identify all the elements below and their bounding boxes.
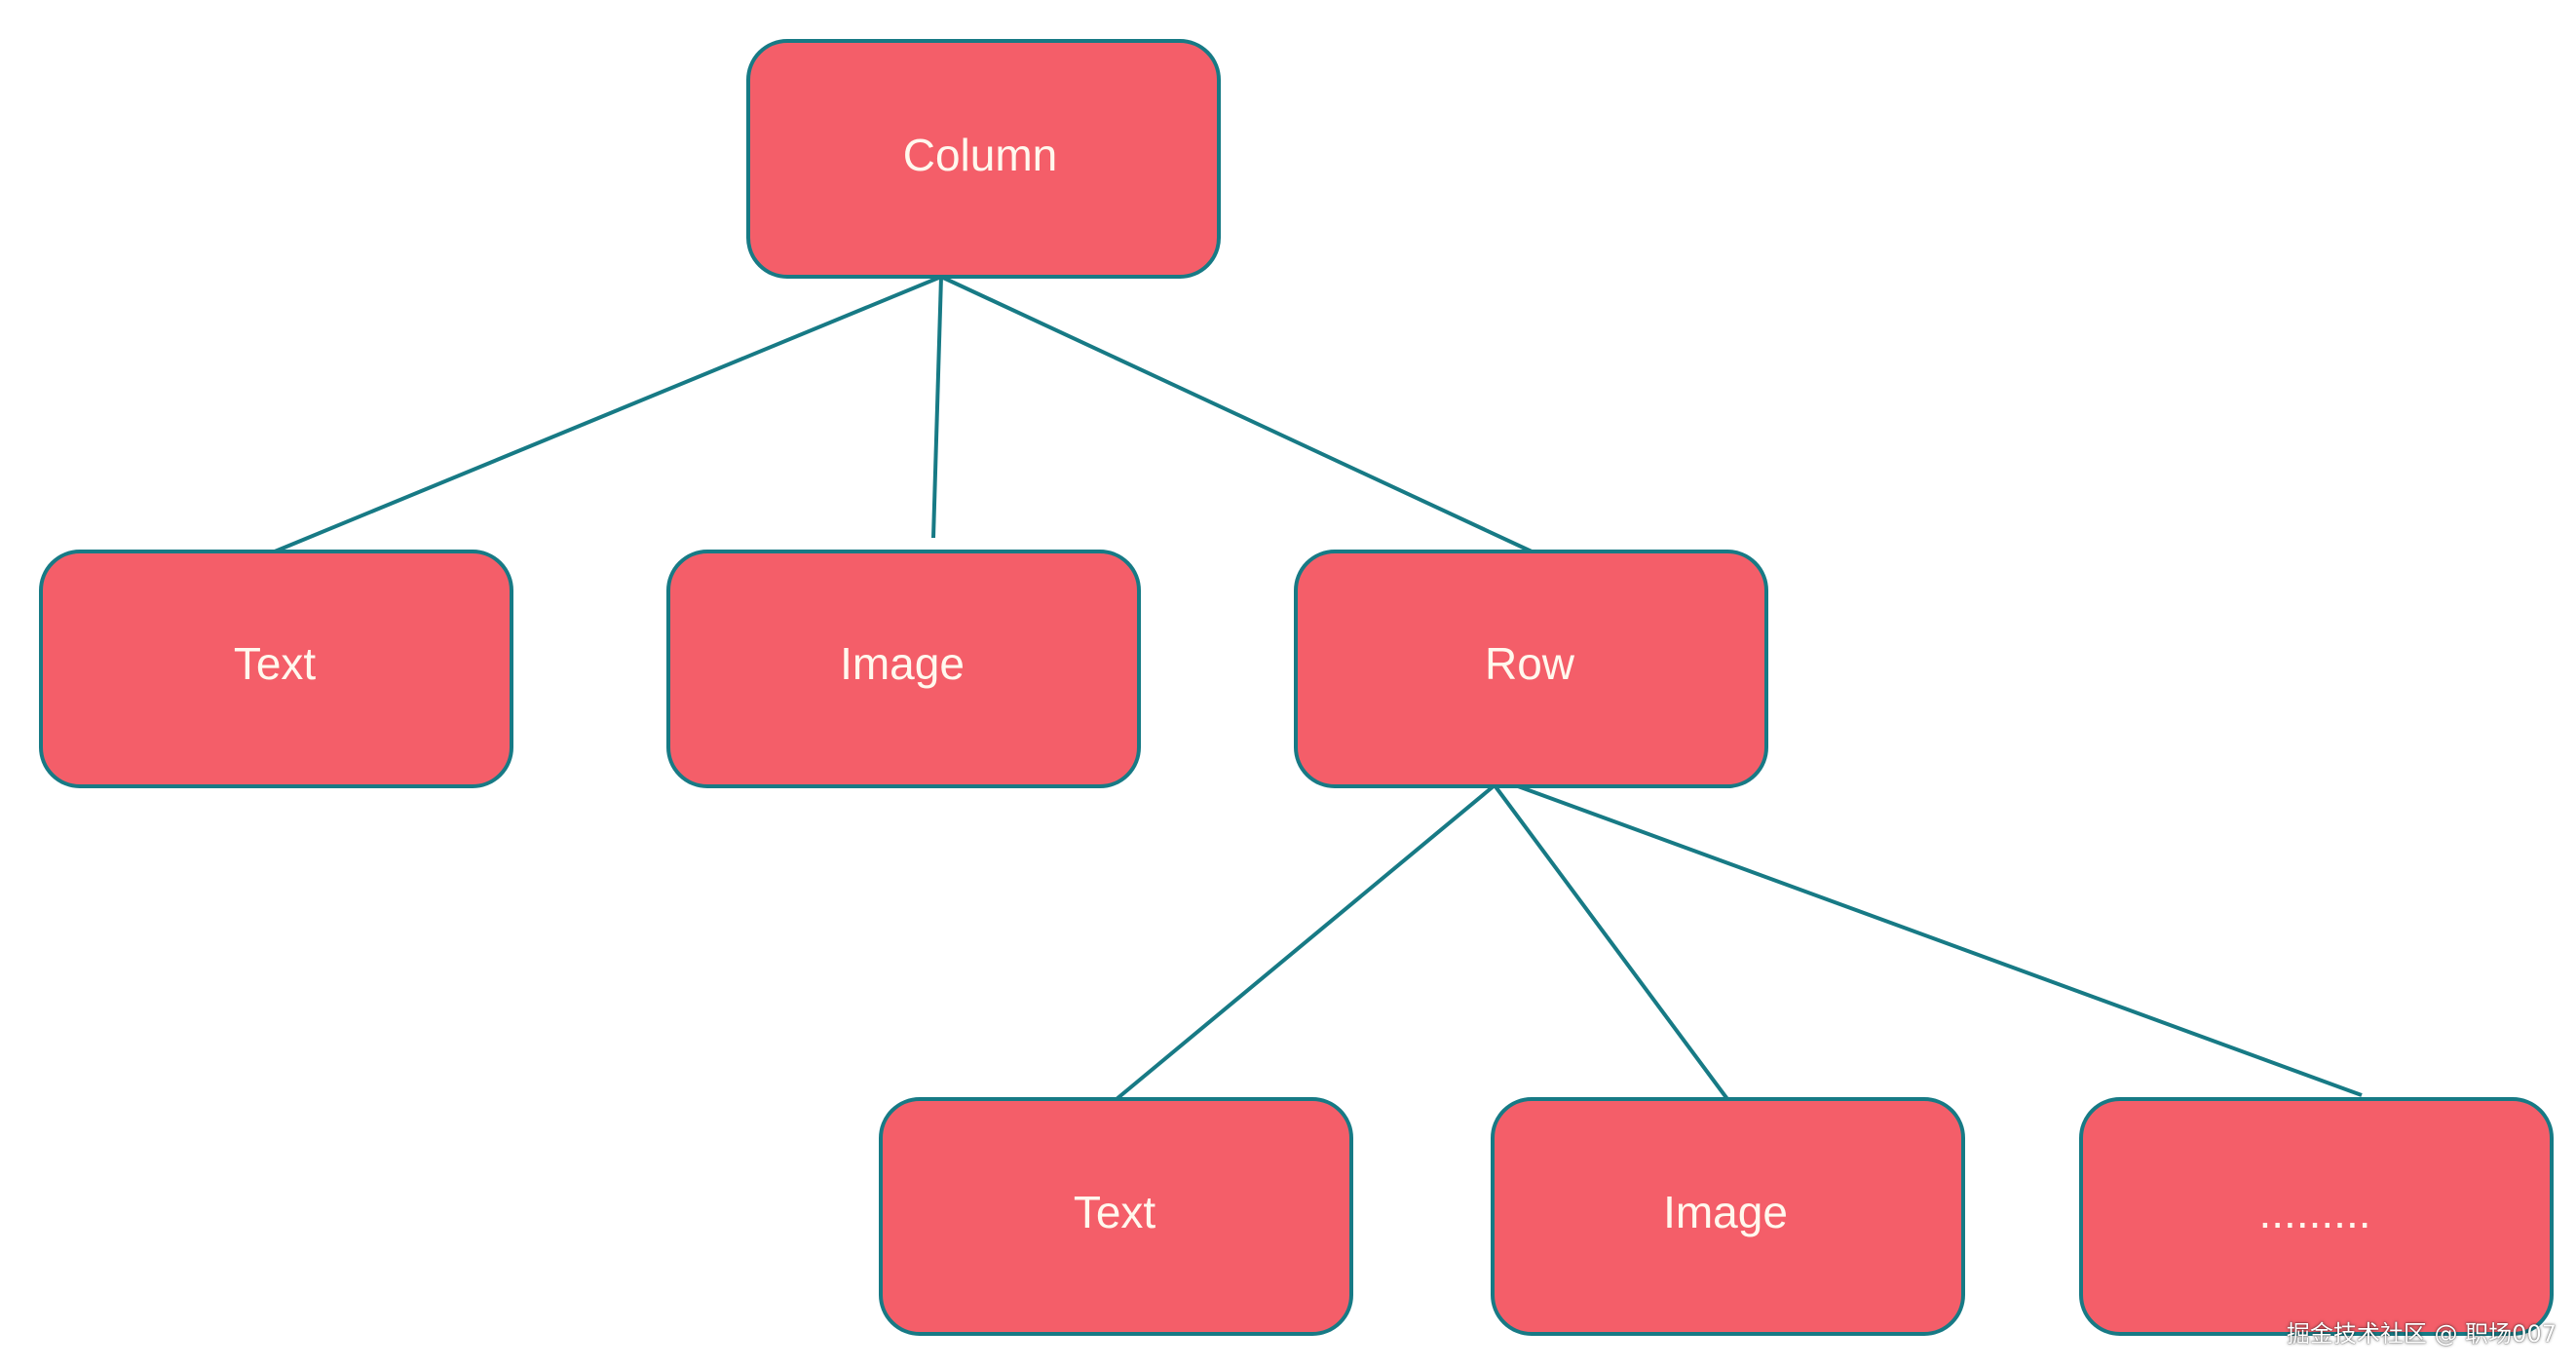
- edge-column-row: [940, 275, 1533, 553]
- node-image-1-label: Image: [840, 638, 965, 689]
- node-column-label: Column: [903, 130, 1058, 180]
- node-image-2: Image: [1491, 1097, 1965, 1336]
- node-row: Row: [1294, 550, 1768, 788]
- node-image-2-box: [1491, 1097, 1965, 1336]
- node-row-label: Row: [1485, 638, 1575, 689]
- node-image-1-box: [666, 550, 1141, 788]
- edges: [274, 275, 2363, 1101]
- watermark-text: 掘金技术社区 @ 职场007: [2286, 1320, 2557, 1348]
- edge-column-image: [931, 276, 943, 539]
- edge-column-text: [274, 275, 942, 553]
- node-text-2-label: Text: [1074, 1187, 1156, 1237]
- edge-row-text: [1115, 783, 1496, 1101]
- node-text-1-label: Text: [234, 638, 317, 689]
- node-ellipsis: .........: [2079, 1097, 2554, 1336]
- node-image-2-label: Image: [1663, 1187, 1788, 1237]
- node-ellipsis-label: .........: [2258, 1187, 2370, 1237]
- node-ellipsis-box: [2079, 1097, 2554, 1336]
- edge-row-image: [1493, 783, 1729, 1101]
- node-column-box: [746, 39, 1221, 279]
- node-text-1: Text: [39, 550, 513, 788]
- node-image-1: Image: [666, 550, 1141, 788]
- node-text-2-box: [879, 1097, 1353, 1336]
- node-column: Column: [746, 39, 1221, 279]
- node-row-box: [1294, 550, 1768, 788]
- node-text-2: Text: [879, 1097, 1353, 1336]
- edge-row-ellipsis: [1488, 774, 2363, 1097]
- node-text-1-box: [39, 550, 513, 788]
